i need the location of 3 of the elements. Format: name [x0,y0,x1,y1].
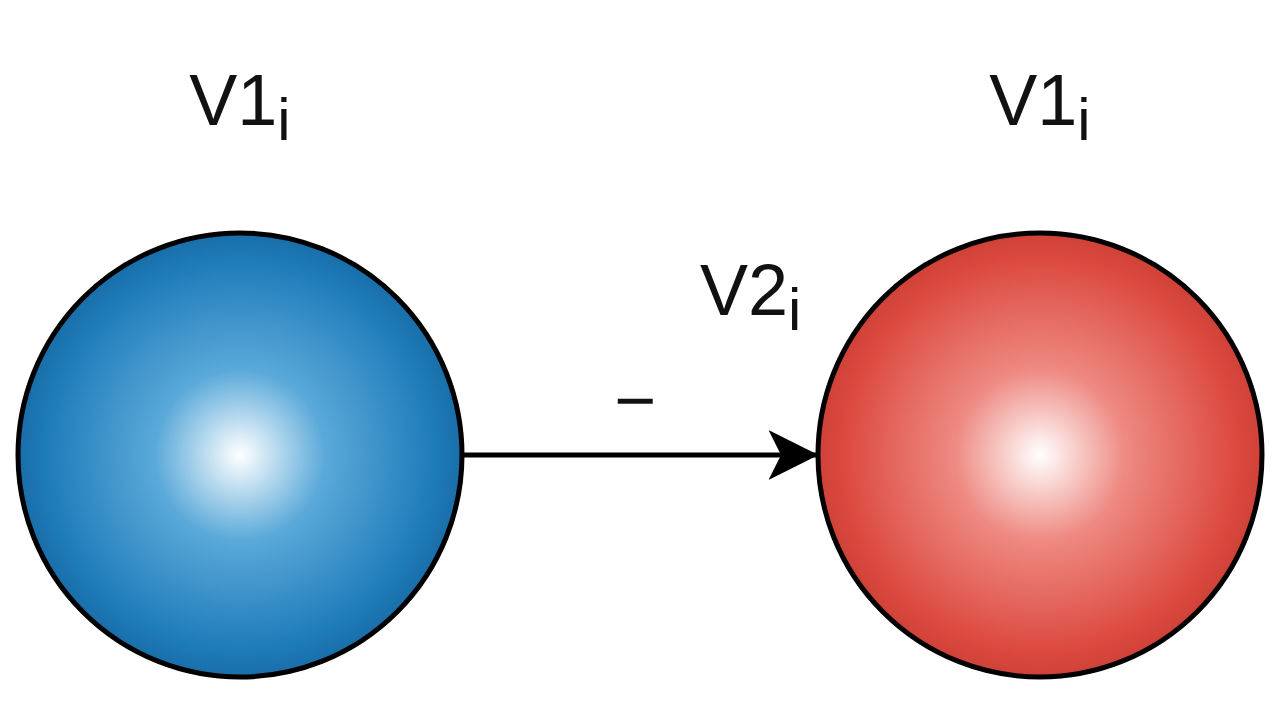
node-label: V1$_{i}$ [989,60,1091,156]
node-label: V1$_{i}$ [189,60,291,156]
variable-label: V2$_{i}$ [700,250,802,346]
